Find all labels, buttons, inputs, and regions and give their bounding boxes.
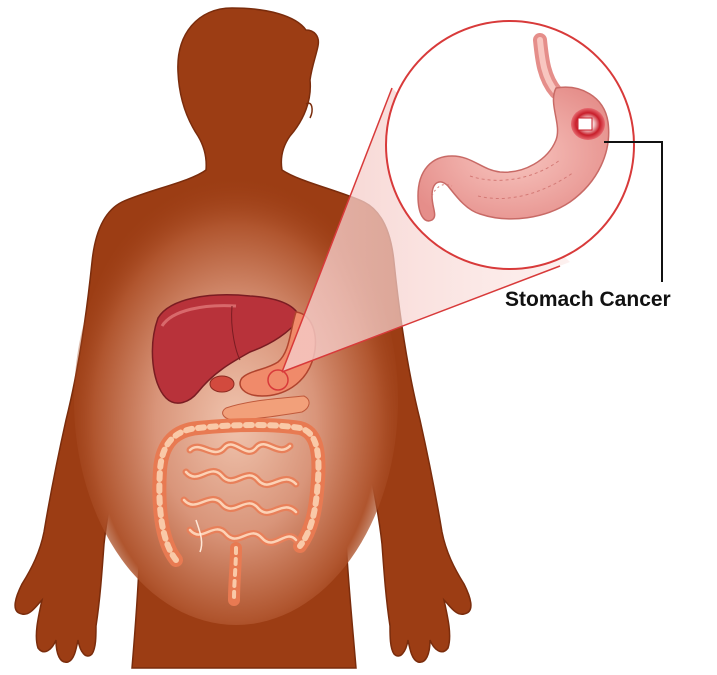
stomach-cancer-label: Stomach Cancer — [505, 288, 671, 312]
tumor-marker — [571, 108, 605, 140]
magnifier-circle-icon — [386, 21, 634, 269]
gallbladder-organ — [210, 376, 234, 392]
